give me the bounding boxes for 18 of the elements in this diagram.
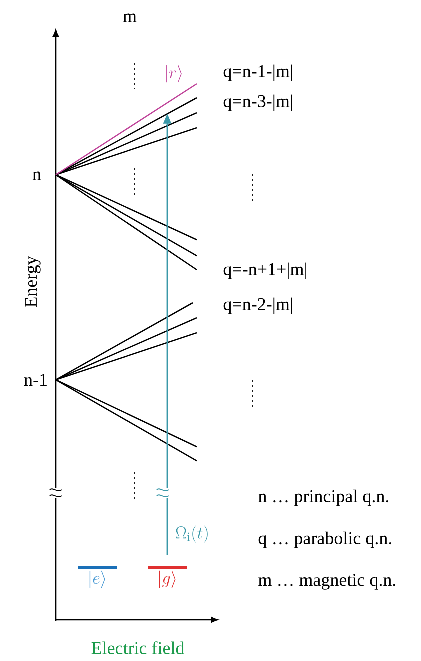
legend-text: m … magnetic q.n. bbox=[258, 574, 396, 590]
quantum-number-label: q=n-3-|m| bbox=[224, 94, 292, 112]
legend-text: q … parabolic q.n. bbox=[258, 532, 392, 548]
edge-label: $\Omega_{\mathrm{i}}(t)$ bbox=[176, 526, 208, 543]
quantum-number-label: q=-n+1+|m| bbox=[224, 262, 307, 280]
quantum-number-label: q=n-2-|m| bbox=[224, 298, 292, 314]
energy-level: $|e\rangle$ bbox=[78, 566, 117, 588]
legend-text: n … principal q.n. bbox=[258, 490, 388, 506]
axis-label: m bbox=[123, 14, 137, 22]
quantum-number-label: q=n-1-|m| bbox=[224, 64, 292, 82]
axis-label: Electric field bbox=[92, 642, 185, 654]
level-label: n-1 bbox=[24, 374, 47, 386]
energy-level: $|g\rangle$ bbox=[148, 566, 187, 588]
node-label: $|g\rangle$ bbox=[159, 570, 176, 588]
state-label: $|r\rangle$ bbox=[166, 65, 182, 83]
node-label: $|e\rangle$ bbox=[90, 570, 106, 588]
axis-label: Energy bbox=[25, 256, 41, 308]
level-label: n bbox=[32, 172, 42, 180]
